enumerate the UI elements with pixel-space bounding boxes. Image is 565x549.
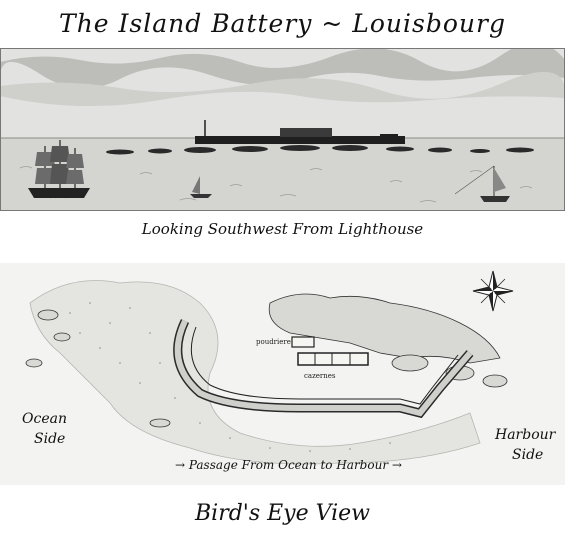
- small-sailboat-center: [190, 176, 212, 198]
- passage-label: → Passage From Ocean to Harbour →: [175, 458, 402, 472]
- birds-eye-map: poudriere cazernes Ocean Side Harbour Si…: [0, 263, 565, 485]
- island-rocks: [106, 145, 534, 155]
- cazernes-building: [297, 352, 369, 366]
- island-rocks-map: [25, 293, 508, 428]
- bottom-caption: Bird's Eye View: [194, 501, 371, 526]
- label-poudriere: poudriere: [256, 338, 291, 346]
- cloud-band-upper: [0, 42, 565, 89]
- sailing-ship-right: [454, 165, 510, 202]
- cloud-band-lower: [0, 71, 565, 107]
- battery-walls: [173, 319, 474, 419]
- poudriere-building: [291, 336, 315, 348]
- label-harbour-side-line1: Harbour: [494, 427, 557, 443]
- shoal-area: [29, 280, 481, 465]
- sea: [0, 138, 565, 211]
- label-harbour-side-line2: Side: [512, 447, 543, 463]
- top-caption: Looking Southwest From Lighthouse: [141, 220, 424, 238]
- label-ocean-side-line1: Ocean: [22, 411, 67, 427]
- sailing-ship-large: [28, 140, 90, 198]
- compass-rose-icon: [472, 270, 514, 312]
- label-ocean-side-line2: Side: [34, 431, 65, 447]
- harbour-view-drawing: [0, 42, 565, 211]
- harbour-view-illustration: [0, 42, 565, 211]
- page-title: The Island Battery ~ Louisbourg: [59, 9, 506, 38]
- label-cazernes: cazernes: [304, 372, 336, 380]
- island-battery-structure: [195, 120, 405, 144]
- birds-eye-drawing: poudriere cazernes Ocean Side Harbour Si…: [0, 263, 565, 485]
